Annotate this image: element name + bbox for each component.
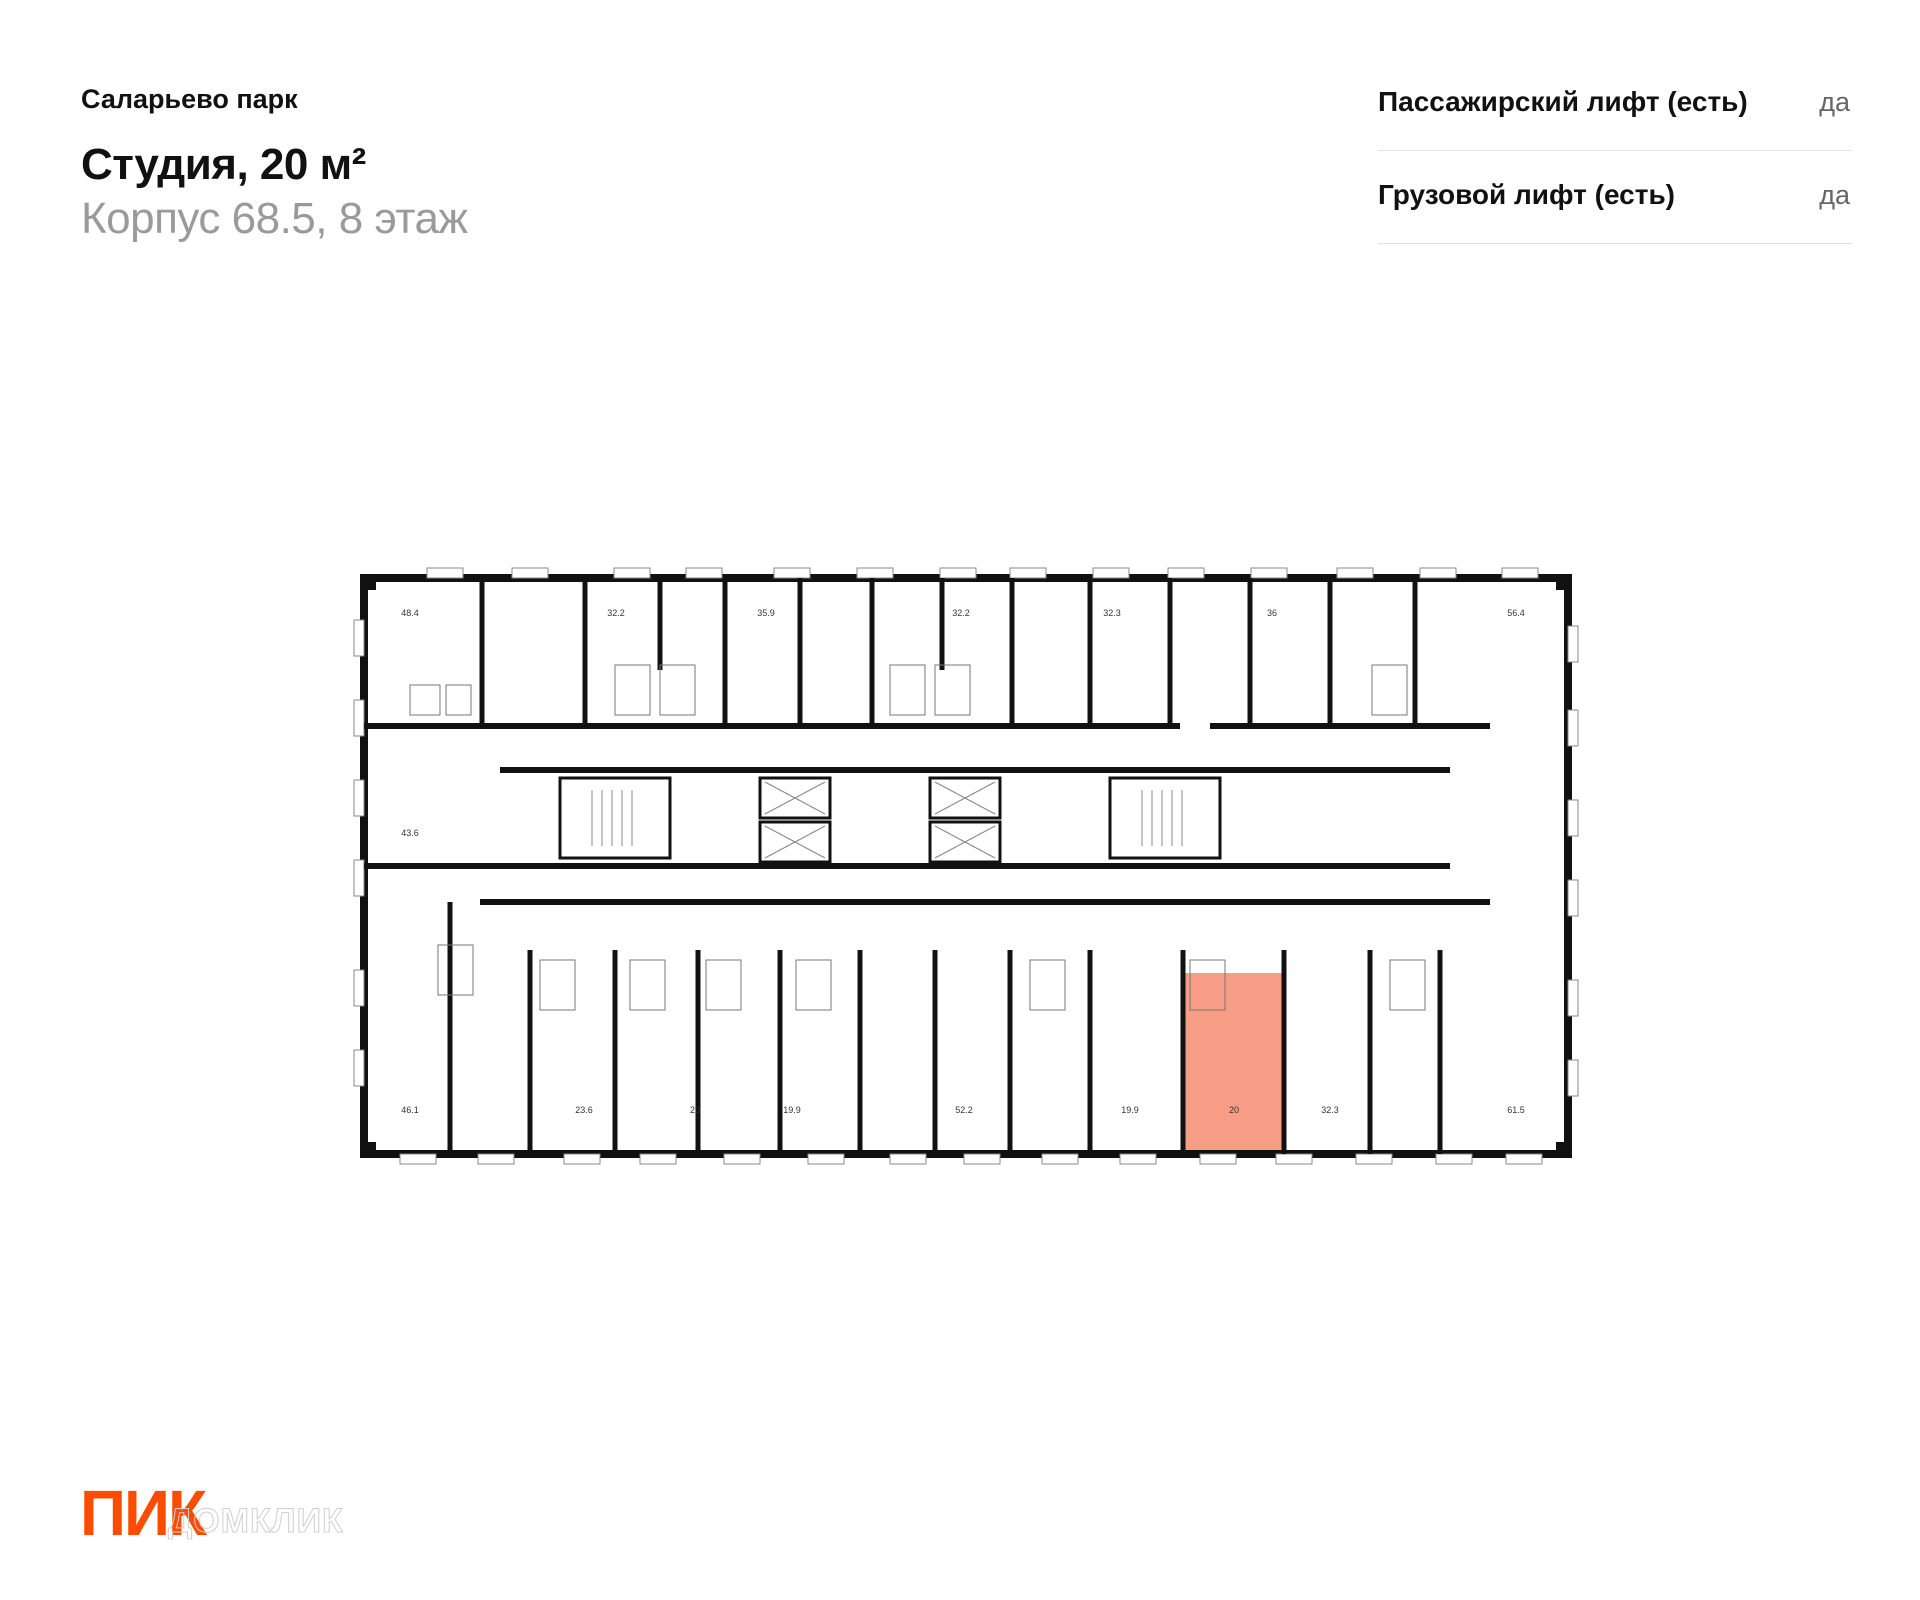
corridor-walls [364, 723, 1490, 905]
building-core [558, 776, 1222, 864]
windows-bottom [399, 1153, 1543, 1165]
unit-area-label: 20 [1229, 1105, 1239, 1115]
stair-treads [591, 790, 1183, 846]
spec-label: Грузовой лифт (есть) [1378, 179, 1675, 210]
spec-row-passenger-lift: Пассажирский лифт (есть) да [1378, 58, 1852, 151]
pik-logo: ПИК [80, 1480, 208, 1549]
brand-logo: ПИК ДОМКЛИК [80, 1480, 344, 1549]
unit-partitions-bottom [447, 902, 1443, 1154]
lift-marks [764, 781, 996, 859]
domclick-watermark: ДОМКЛИК [168, 1502, 344, 1540]
unit-area-label: 48.4 [401, 608, 419, 618]
bathroom-fixtures [409, 664, 1426, 1011]
specs-list: Пассажирский лифт (есть) да Грузовой лиф… [1378, 58, 1852, 244]
unit-area-label: 36 [1267, 608, 1277, 618]
project-name: Саларьево парк [81, 84, 298, 114]
unit-area-label: 43.6 [401, 828, 419, 838]
spec-value: да [1819, 87, 1850, 117]
unit-area-label: 32.3 [1321, 1105, 1339, 1115]
unit-area-label: 46.1 [401, 1105, 419, 1115]
floor-plan: 48.4 32.2 35.9 32.2 32.3 36 56.4 43.6 46… [353, 567, 1579, 1165]
spec-row-freight-lift: Грузовой лифт (есть) да [1378, 151, 1852, 244]
page-subtitle: Корпус 68.5, 8 этаж [81, 194, 468, 243]
spec-label: Пассажирский лифт (есть) [1378, 86, 1748, 117]
unit-area-label: 23.6 [575, 1105, 593, 1115]
spec-value: да [1819, 180, 1850, 210]
unit-area-label: 52.2 [955, 1105, 973, 1115]
windows-sides [353, 619, 1579, 1097]
unit-area-label: 19.9 [783, 1105, 801, 1115]
unit-area-label: 32.2 [607, 608, 625, 618]
windows-top [426, 567, 1539, 579]
unit-area-label: 32.3 [1103, 608, 1121, 618]
selected-unit-highlight[interactable] [1183, 973, 1284, 1154]
page-title: Студия, 20 м² [81, 140, 366, 189]
unit-area-label: 56.4 [1507, 608, 1525, 618]
unit-area-label: 61.5 [1507, 1105, 1525, 1115]
unit-area-label: 19.9 [1121, 1105, 1139, 1115]
unit-partitions-top [479, 578, 1418, 726]
unit-area-label: 20 [690, 1105, 700, 1115]
unit-area-label: 32.2 [952, 608, 970, 618]
unit-area-label: 35.9 [757, 608, 775, 618]
corner-blocks [360, 574, 1572, 1158]
